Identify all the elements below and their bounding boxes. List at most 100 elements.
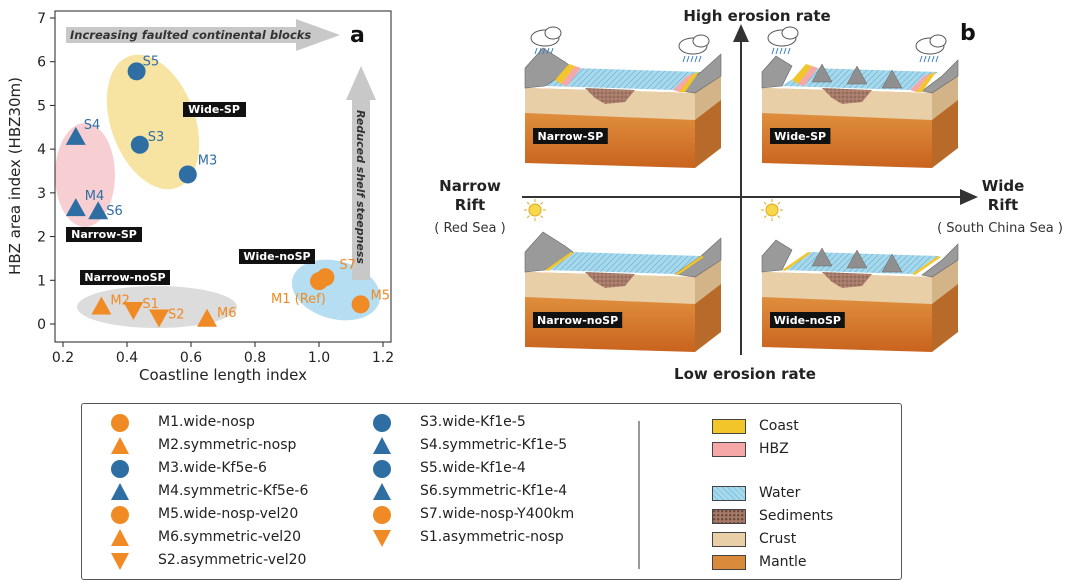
legend-marker-triangle-up — [372, 482, 392, 506]
block-tag-text: Wide-noSP — [774, 314, 841, 327]
block-tag-text: Narrow-noSP — [537, 314, 618, 327]
coast-strip — [555, 64, 575, 84]
narrow-nosp-tag: Narrow-noSP — [80, 270, 170, 285]
y-tick-label: 4 — [37, 142, 46, 158]
water-surface — [545, 68, 701, 90]
legend-run-label: S4.symmetric-Kf1e-5 — [420, 437, 568, 453]
y-tick-label: 0 — [37, 317, 46, 333]
faulted-blocks-arrow: Increasing faulted continental blocks — [66, 19, 340, 51]
shelf-steepness-arrow: Reduced shelf steepness — [346, 66, 376, 280]
point-m3 — [178, 165, 197, 184]
narrow-rift-label-1: Narrow — [439, 177, 501, 195]
point-m5 — [351, 295, 370, 314]
legend-marker-triangle-up — [372, 436, 392, 460]
hbz-strip — [798, 66, 818, 86]
narrow-rift-example: ( Red Sea ) — [434, 221, 505, 236]
point-s6-label: S6 — [106, 204, 123, 219]
block-tag-text: Wide-SP — [774, 130, 826, 143]
legend-material-label: Mantle — [759, 554, 807, 570]
y-tick-label: 6 — [37, 55, 46, 71]
crust-layer — [525, 272, 695, 304]
x-tick-label: 0.8 — [244, 350, 266, 366]
crust-layer — [525, 88, 695, 120]
side-crust — [695, 260, 721, 304]
legend-marker-circle — [110, 459, 130, 483]
legend-run-label: S5.wide-Kf1e-4 — [420, 460, 526, 476]
point-s1-label: S1 — [142, 297, 159, 312]
narrow-sp-tag-text: Narrow-SP — [71, 228, 137, 241]
block-wide-sp: Wide-SP — [761, 26, 959, 168]
point-s3-label: S3 — [148, 130, 165, 145]
sediments — [585, 88, 635, 104]
point-s1 — [123, 302, 144, 321]
rift-shoulder-right — [921, 243, 959, 278]
legend-swatch-water — [712, 486, 746, 501]
point-s2-label: S2 — [168, 307, 185, 322]
y-tick-label: 7 — [37, 11, 46, 27]
wide-nosp-tag: Wide-noSP — [239, 249, 315, 264]
legend-run-label: M4.symmetric-Kf5e-6 — [158, 483, 309, 499]
point-m1-label: M1 (Ref) — [271, 292, 326, 307]
legend-run-label: S3.wide-Kf1e-5 — [420, 414, 526, 430]
shelf-steepness-arrow-label: Reduced shelf steepness — [354, 110, 367, 264]
wide-rift-example: ( South China Sea ) — [937, 221, 1063, 236]
x-tick-label: 1.0 — [308, 350, 330, 366]
block-narrow-nosp: Narrow-noSP — [524, 199, 722, 352]
fault-block — [881, 253, 903, 273]
x-axis-label: Coastline length index — [139, 366, 307, 384]
wide-nosp-tag-text: Wide-noSP — [243, 250, 310, 263]
panel-a-letter: a — [350, 23, 365, 48]
legend-material-label: Coast — [759, 418, 799, 434]
water-surface — [545, 252, 701, 274]
rift-shoulder-right — [921, 59, 959, 94]
hbz-strip — [673, 74, 693, 92]
y-tick-label: 1 — [37, 273, 46, 289]
narrow-nosp-tag-text: Narrow-noSP — [84, 271, 165, 284]
legend-marker-circle — [110, 413, 130, 437]
side-crust — [932, 76, 958, 120]
point-m2 — [91, 296, 112, 315]
coast-strip — [679, 72, 699, 92]
coast-strip — [545, 252, 574, 271]
point-s7-label: S7 — [339, 258, 356, 273]
legend-marker-triangle-up — [110, 528, 130, 552]
fault-block — [846, 65, 868, 85]
high-erosion-label: High erosion rate — [683, 7, 830, 25]
panel-b-schematic: b High erosion rate Low erosion rate Nar… — [405, 0, 1080, 395]
legend-material-label: Crust — [759, 531, 797, 547]
rain-cloud-icon — [678, 34, 710, 63]
legend-swatch-sediments — [712, 509, 746, 524]
point-m6-label: M6 — [217, 306, 237, 321]
legend-material-label: Water — [759, 485, 801, 501]
legend-run-label: M2.symmetric-nosp — [158, 437, 297, 453]
legend-marker-circle — [372, 505, 392, 529]
narrow-sp-group-ellipse — [55, 123, 115, 227]
sun-icon — [761, 199, 783, 221]
fault-block — [811, 247, 833, 267]
coast-strip — [912, 256, 941, 275]
legend-swatch-coast — [712, 419, 746, 434]
block-tag — [770, 312, 845, 328]
legend-run-label: M6.symmetric-vel20 — [158, 529, 302, 545]
narrow-rift-label-2: Rift — [455, 196, 485, 214]
block-tag — [533, 128, 608, 144]
sun-icon — [524, 199, 546, 221]
side-crust — [932, 260, 958, 304]
coast-strip — [792, 64, 812, 84]
wide-sp-group-ellipse — [106, 54, 200, 190]
sediments — [822, 272, 872, 288]
point-m6 — [197, 308, 217, 327]
point-s6 — [88, 201, 109, 220]
x-tick-label: 1.2 — [372, 350, 394, 366]
narrow-nosp-group-ellipse — [77, 286, 237, 328]
crust-layer — [762, 88, 932, 120]
legend-run-label: S2.asymmetric-vel20 — [158, 552, 307, 568]
point-s7 — [316, 268, 335, 287]
legend-swatch-mantle — [712, 555, 746, 570]
point-s5-label: S5 — [143, 54, 160, 69]
coast-strip — [782, 252, 811, 271]
legend-run-label: S7.wide-nosp-Y400km — [420, 506, 575, 522]
